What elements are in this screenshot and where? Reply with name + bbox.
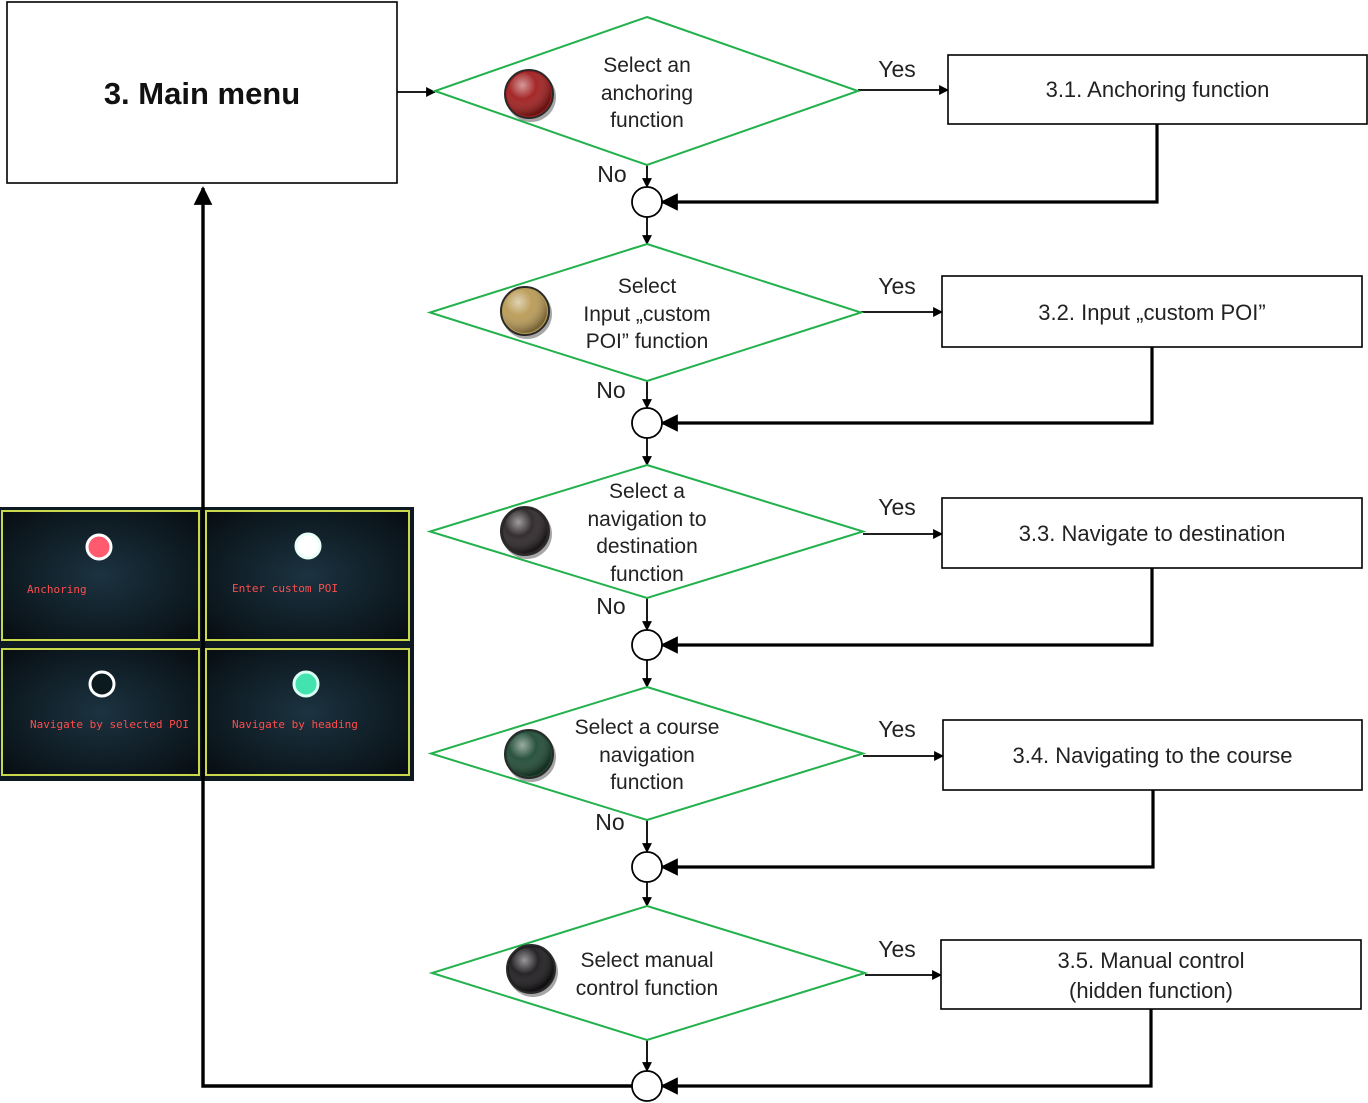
action-box-frame xyxy=(941,497,1363,569)
decision-label: function xyxy=(610,563,684,586)
photo-tile-frame xyxy=(1,648,200,776)
action-box-frame xyxy=(941,275,1363,348)
action-return-line xyxy=(660,568,1154,654)
action-label: 3.4. Navigating to the course xyxy=(1012,743,1292,768)
photo-tile: Navigate by selected POI xyxy=(1,648,200,776)
action-box: 3.2. Input „custom POI” xyxy=(941,275,1363,348)
decision-row: Select manual control function Yes xyxy=(428,904,916,1042)
action-label: 3.2. Input „custom POI” xyxy=(1038,300,1265,325)
merge-connector xyxy=(631,1070,663,1102)
decision-label: Select a xyxy=(609,480,685,503)
photo-tile-label: Navigate by selected POI xyxy=(30,718,189,731)
merge-connector xyxy=(631,629,663,661)
action-box: 3.5. Manual control (hidden function) xyxy=(940,939,1362,1010)
no-label: No xyxy=(597,161,626,187)
photo-tile-frame xyxy=(205,648,410,776)
photo-tile-label: Enter custom POI xyxy=(232,582,338,595)
decision-label: function xyxy=(610,771,684,794)
indicator-light-icon xyxy=(85,533,113,561)
decision-label: Input „custom xyxy=(583,303,710,326)
photo-tile-label: Navigate by heading xyxy=(232,718,358,731)
action-label: 3.3. Navigate to destination xyxy=(1019,521,1286,546)
menu-screen-photo: Anchoring Enter custom POI Navigate by sel… xyxy=(0,507,414,781)
photo-tile-label: Anchoring xyxy=(27,583,87,596)
decision-label: Select manual xyxy=(580,949,713,972)
no-label: No xyxy=(595,809,624,835)
decision-label: anchoring xyxy=(601,82,693,105)
photo-tile: Enter custom POI xyxy=(205,510,410,641)
decision-diamond xyxy=(426,242,865,383)
return-to-main-menu-line xyxy=(193,186,632,1088)
push-button-icon xyxy=(506,944,558,997)
decision-diamond xyxy=(427,685,867,822)
main-menu-label: 3. Main menu xyxy=(104,76,300,111)
decision-label: function xyxy=(610,109,684,132)
yes-label: Yes xyxy=(878,936,916,962)
decision-label: navigation xyxy=(599,744,695,767)
connector-lines xyxy=(193,85,1159,1095)
merge-connector xyxy=(631,186,663,218)
decision-label: POI” function xyxy=(586,330,709,353)
action-label: 3.1. Anchoring function xyxy=(1046,77,1270,102)
merge-connector xyxy=(631,851,663,883)
action-return-line xyxy=(660,124,1159,211)
merge-connector xyxy=(631,407,663,439)
decision-diamond xyxy=(431,15,862,167)
photo-tile-frame xyxy=(205,510,410,641)
decision-label: destination xyxy=(596,535,698,558)
action-box-frame xyxy=(940,939,1362,1010)
indicator-light-icon xyxy=(292,670,320,698)
photo-tile-frame xyxy=(1,510,200,641)
yes-label: Yes xyxy=(878,273,916,299)
decision-label: navigation to xyxy=(587,508,706,531)
decision-row: Select a navigation to destination function… xyxy=(426,463,916,619)
no-label: No xyxy=(596,377,625,403)
action-return-line xyxy=(660,790,1155,876)
indicator-light-icon xyxy=(294,532,322,560)
no-label: No xyxy=(596,593,625,619)
decision-label: Select a course xyxy=(575,716,720,739)
push-button-icon xyxy=(504,729,556,782)
decision-label: Select xyxy=(618,275,677,298)
decision-diamond xyxy=(428,904,869,1042)
action-return-line xyxy=(660,347,1154,432)
action-box: 3.1. Anchoring function xyxy=(947,54,1368,125)
push-button-icon xyxy=(500,506,552,559)
decision-diamond xyxy=(426,463,867,600)
decision-label: Select an xyxy=(603,54,691,77)
yes-label: Yes xyxy=(878,716,916,742)
photo-tile: Anchoring xyxy=(1,510,200,641)
action-box-frame xyxy=(947,54,1368,125)
yes-label: Yes xyxy=(878,494,916,520)
action-box: 3.4. Navigating to the course xyxy=(942,719,1363,791)
action-return-line xyxy=(660,1009,1153,1095)
action-box-frame xyxy=(942,719,1363,791)
action-label: (hidden function) xyxy=(1069,978,1233,1003)
indicator-light-icon xyxy=(88,670,116,698)
main-menu-box: 3. Main menu xyxy=(6,1,398,184)
action-label: 3.5. Manual control xyxy=(1057,948,1244,973)
push-button-icon xyxy=(500,286,552,339)
photo-tile: Navigate by heading xyxy=(205,648,410,776)
push-button-icon xyxy=(504,69,556,122)
action-box: 3.3. Navigate to destination xyxy=(941,497,1363,569)
decision-label: control function xyxy=(576,977,718,1000)
yes-label: Yes xyxy=(878,56,916,82)
